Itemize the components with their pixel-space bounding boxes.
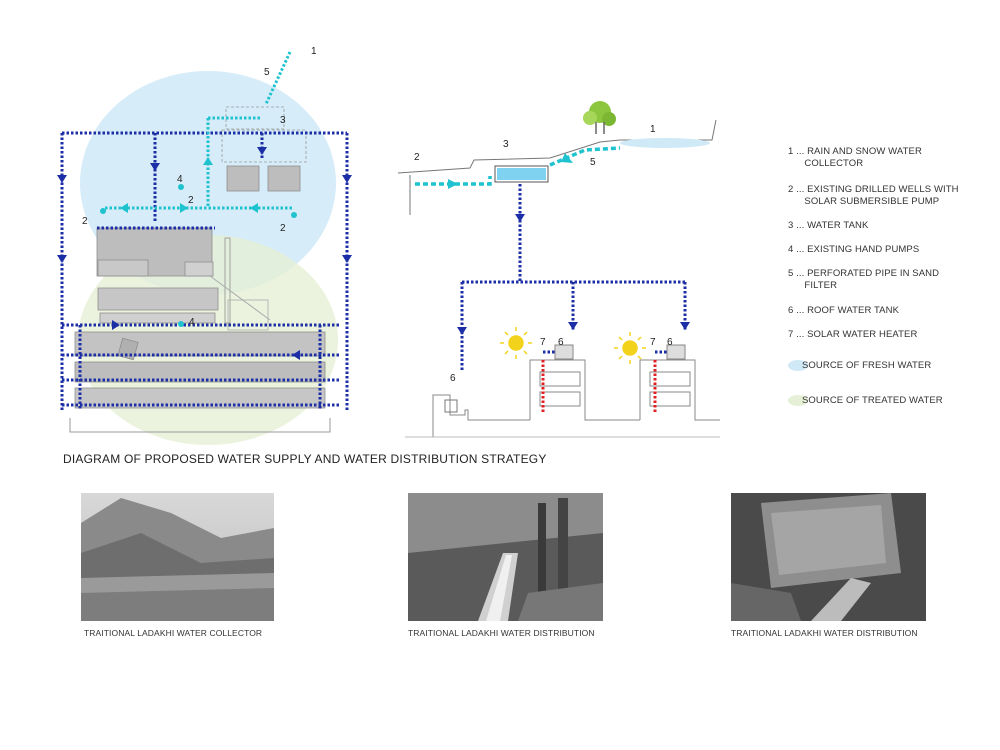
- flow-arrows: [57, 147, 352, 360]
- plan-label-3: 3: [280, 115, 286, 126]
- legend-item-4-label: 4 ... EXISTING HAND PUMPS: [788, 244, 920, 255]
- legend-item-6: 6 ... ROOF WATER TANK: [788, 305, 988, 317]
- legend-item-1-label: 1 ... RAIN AND SNOW WATER COLLECTOR: [788, 146, 922, 169]
- plan-label-1: 1: [311, 46, 317, 57]
- photo-3-caption: TRAITIONAL LADAKHI WATER DISTRIBUTION: [731, 628, 918, 638]
- plan-label-4-lower: 4: [189, 317, 195, 328]
- plan-label-2-right: 2: [280, 223, 286, 234]
- photo-water-collector: [81, 493, 274, 621]
- legend-item-7: 7 ... SOLAR WATER HEATER: [788, 329, 988, 341]
- photo-water-distribution-2: [731, 493, 926, 621]
- photo-2-caption: TRAITIONAL LADAKHI WATER DISTRIBUTION: [408, 628, 595, 638]
- legend-item-3: 3 ... WATER TANK: [788, 220, 988, 232]
- photo-water-distribution-1: [408, 493, 603, 621]
- hand-pumps: [100, 184, 297, 327]
- treated-water-label: SOURCE OF TREATED WATER: [802, 395, 943, 406]
- diagram-title: DIAGRAM OF PROPOSED WATER SUPPLY AND WAT…: [63, 452, 547, 466]
- legend-item-3-label: 3 ... WATER TANK: [788, 220, 869, 231]
- fresh-water-pipes: [105, 51, 294, 210]
- legend-item-2-label: 2 ... EXISTING DRILLED WELLS WITH SOLAR …: [788, 184, 959, 207]
- legend-item-5: 5 ... PERFORATED PIPE IN SAND FILTER: [788, 268, 988, 292]
- plan-label-2: 2: [188, 195, 194, 206]
- legend-item-5-label: 5 ... PERFORATED PIPE IN SAND FILTER: [788, 268, 940, 291]
- treated-water-swatch: [788, 395, 808, 406]
- photo-1-caption: TRAITIONAL LADAKHI WATER COLLECTOR: [84, 628, 263, 638]
- plan-label-5: 5: [264, 67, 270, 78]
- legend-item-1: 1 ... RAIN AND SNOW WATER COLLECTOR: [788, 146, 988, 170]
- legend-item-4: 4 ... EXISTING HAND PUMPS: [788, 244, 988, 256]
- legend-item-2: 2 ... EXISTING DRILLED WELLS WITH SOLAR …: [788, 184, 988, 208]
- fresh-water-arrows: [120, 157, 258, 213]
- building-blocks: [74, 106, 326, 409]
- fresh-water-swatch: [788, 360, 808, 371]
- plan-label-2-left: 2: [82, 216, 88, 227]
- fresh-water-label: SOURCE OF FRESH WATER: [802, 360, 932, 371]
- legend-item-7-label: 7 ... SOLAR WATER HEATER: [788, 329, 918, 340]
- legend-item-6-label: 6 ... ROOF WATER TANK: [788, 305, 900, 316]
- plan-label-4: 4: [177, 174, 183, 185]
